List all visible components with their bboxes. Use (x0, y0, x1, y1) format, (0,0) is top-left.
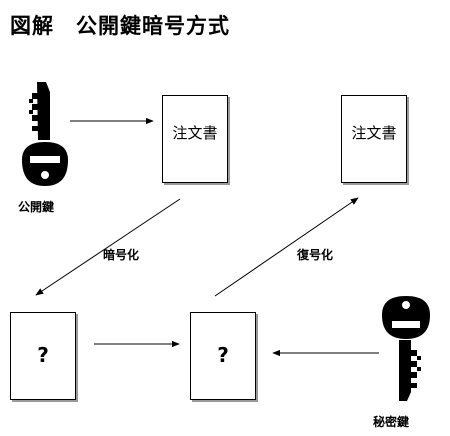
private-key-label: 秘密鍵 (373, 415, 410, 429)
order-document-plain-label: 注文書 (172, 124, 218, 142)
ciphertext-document-middle: ? (190, 312, 256, 400)
order-document-decrypted-label: 注文書 (351, 124, 397, 142)
arrow-order-to-ciphertext (35, 198, 181, 296)
arrow-middle-to-decrypted (214, 197, 359, 297)
public-key-icon (22, 82, 68, 186)
order-document-decrypted: 注文書 (341, 95, 407, 183)
order-document-plain: 注文書 (162, 95, 228, 183)
ciphertext-middle-mark: ? (217, 343, 229, 367)
diagram-title: 図解 公開鍵暗号方式 (10, 14, 230, 38)
encrypt-label: 暗号化 (103, 248, 140, 262)
public-key-label: 公開鍵 (18, 200, 55, 214)
decrypt-label: 復号化 (297, 248, 334, 262)
ciphertext-document-left: ? (10, 312, 76, 400)
private-key-icon (382, 296, 430, 401)
ciphertext-left-mark: ? (37, 343, 49, 367)
